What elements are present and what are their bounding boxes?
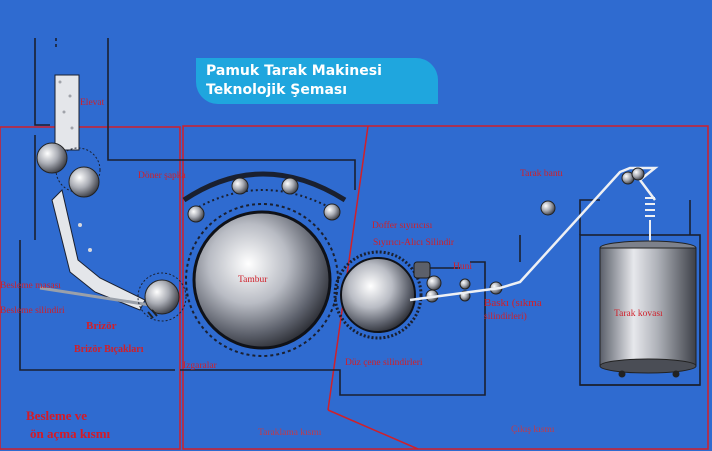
strip-roller bbox=[426, 275, 442, 291]
flat-roller bbox=[231, 177, 249, 195]
licker-in-knife-marks bbox=[147, 309, 158, 319]
label-can: Tarak kovası bbox=[614, 309, 663, 319]
carding-section-border bbox=[182, 125, 709, 450]
licker-in-roller bbox=[144, 279, 180, 315]
flat-chain bbox=[182, 171, 347, 203]
title-line-1: Pamuk Tarak Makinesi bbox=[206, 63, 382, 79]
label-flat-caps: Döner şapka bbox=[138, 171, 186, 181]
diagram-title: Pamuk Tarak Makinesi Teknolojik Şeması bbox=[196, 58, 438, 104]
label-press-rollers-2: silindirleri) bbox=[484, 312, 527, 322]
label-drum: Tambur bbox=[238, 275, 268, 285]
flat-roller bbox=[187, 205, 205, 223]
label-section-carding: Taraklama kısmı bbox=[258, 428, 322, 438]
label-feed-plate: Besleme masası bbox=[0, 281, 61, 291]
feed-section-border bbox=[0, 126, 181, 450]
label-bottom-grid: Izgaralar bbox=[183, 361, 217, 371]
label-feed-roller: Besleme silindiri bbox=[0, 306, 65, 316]
flat-roller bbox=[281, 177, 299, 195]
label-doffer-comb: Doffer sıyırıcısı bbox=[372, 221, 433, 231]
title-line-2: Teknolojik Şeması bbox=[206, 82, 348, 98]
sliver-can bbox=[599, 247, 697, 367]
label-strip-roller: Sıyırıcı-Alıcı Silindir bbox=[373, 238, 455, 248]
label-section-feed-2: ön açma kısmı bbox=[30, 426, 111, 441]
opening-roller-top bbox=[36, 142, 68, 174]
label-calender-rollers: Düz çene silindirleri bbox=[345, 358, 423, 368]
coiler-roller bbox=[631, 167, 645, 181]
flat-teeth bbox=[189, 189, 339, 213]
machine-frame bbox=[19, 38, 701, 396]
label-section-output: Çıkış kısmı bbox=[511, 425, 555, 435]
doffer-teeth bbox=[333, 250, 423, 340]
label-elevator: Elevat bbox=[80, 98, 105, 108]
label-licker-in: Brizör bbox=[86, 320, 117, 332]
label-section-feed: Besleme ve bbox=[26, 408, 88, 423]
coiler-spring bbox=[645, 197, 655, 217]
doffer bbox=[340, 257, 416, 333]
label-funnel: Huni bbox=[453, 262, 472, 272]
feed-chute bbox=[39, 74, 151, 311]
label-licker-in-knives: Brizör Bıçakları bbox=[74, 344, 144, 355]
sliver-path bbox=[409, 166, 659, 302]
drum-grid-bottom bbox=[185, 203, 339, 357]
can-wheel bbox=[672, 370, 680, 378]
label-web-band: Tarak bantı bbox=[520, 169, 563, 179]
licker-in-casing bbox=[137, 272, 187, 322]
strip-roller-square bbox=[413, 261, 431, 279]
section-divider bbox=[327, 125, 369, 411]
can-base bbox=[599, 358, 697, 374]
label-press-rollers: Baskı (sıkma bbox=[484, 297, 542, 309]
guide-roller bbox=[540, 200, 556, 216]
flat-roller bbox=[323, 203, 341, 221]
main-drum bbox=[192, 210, 332, 350]
opening-roller-bottom bbox=[68, 166, 100, 198]
can-wheel bbox=[618, 370, 626, 378]
funnel-roller bbox=[459, 278, 471, 290]
section-divider-lower bbox=[327, 409, 419, 450]
